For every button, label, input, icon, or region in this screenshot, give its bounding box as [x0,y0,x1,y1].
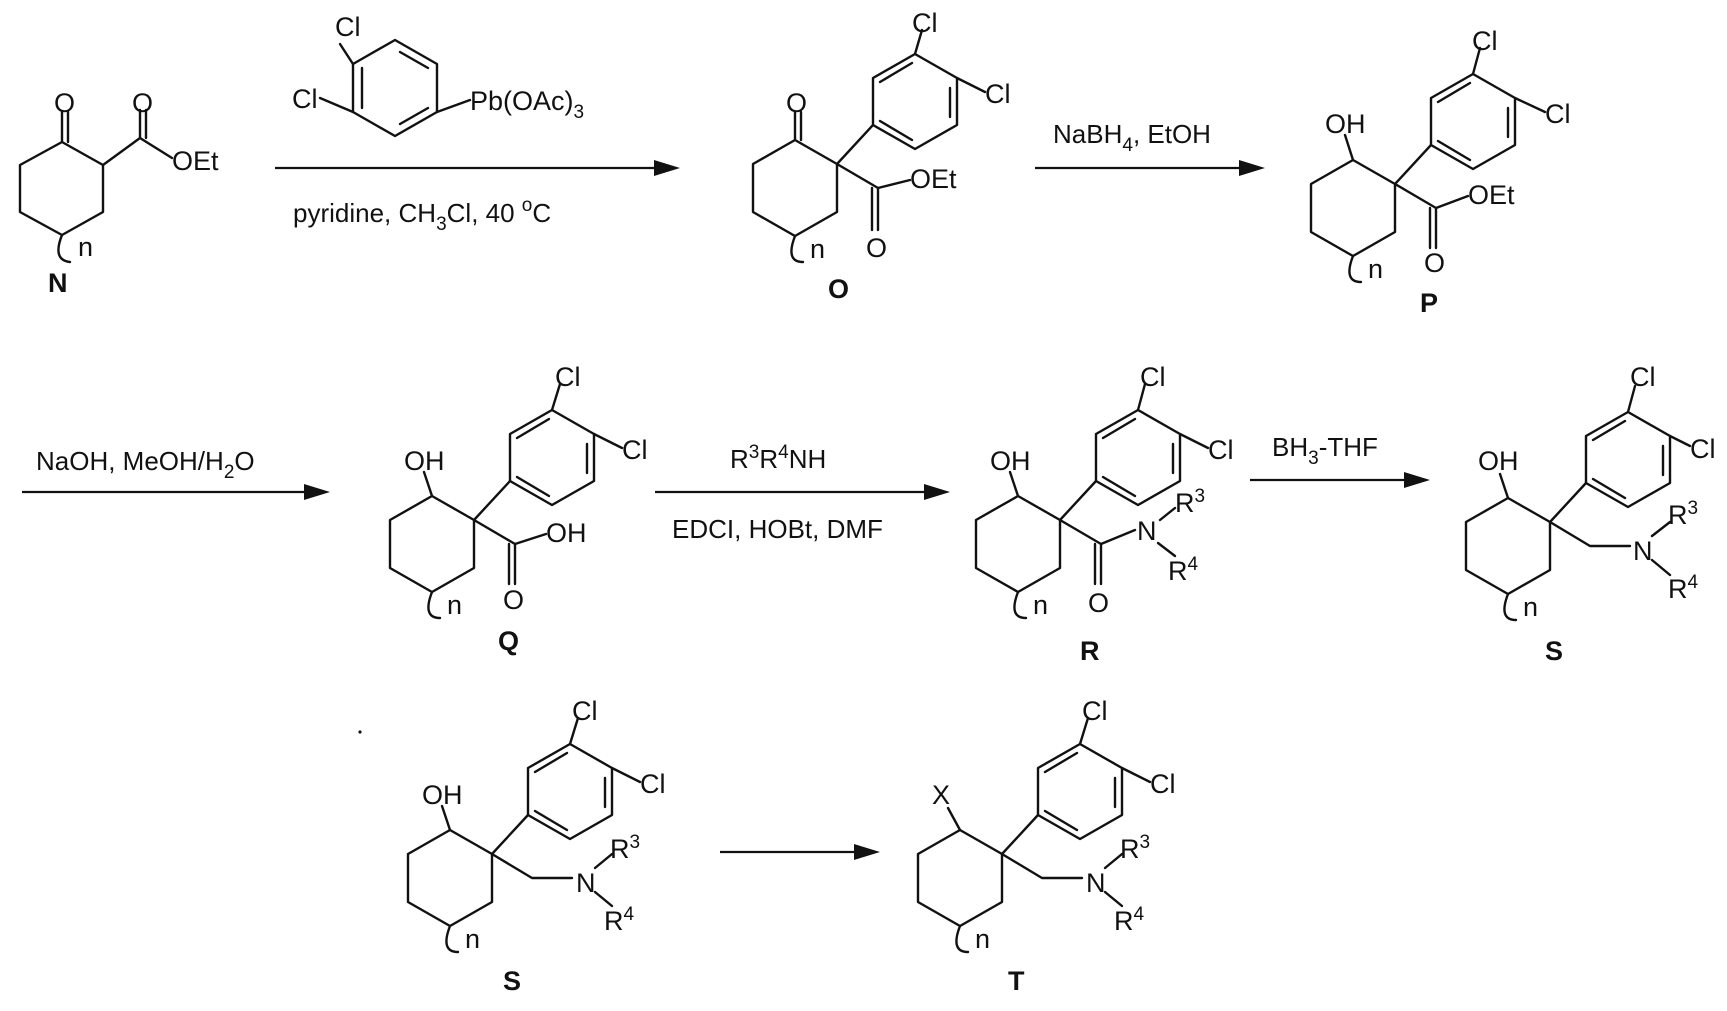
t-r3-label: R3 [1120,832,1150,864]
r-cl-right-label: Cl [1208,435,1234,465]
aryllead-reagent: Cl Cl Pb(OAc)3 [292,12,584,136]
n-ethoxy-label: OEt [172,146,219,176]
step4-conditions: EDCI, HOBt, DMF [672,514,883,544]
p-ester-oxygen-label: O [1424,248,1445,278]
arrow-step-6 [720,844,880,860]
compound-o: O Cl Cl OEt O n O [753,8,1011,304]
arrow-step-2: NaBH4, EtOH [1035,119,1265,176]
reagent-pb-label: Pb(OAc)3 [470,86,584,123]
s3-cl-right-label: Cl [640,769,666,799]
n-oxygen-label: O [54,88,75,118]
p-cl-top-label: Cl [1472,26,1498,56]
t-r4-label: R4 [1114,904,1145,936]
compound-t-label: T [1008,966,1025,996]
r-amide-oxygen-label: O [1088,588,1109,618]
q-acid-hydroxyl-label: OH [546,518,587,548]
s3-r4-label: R4 [604,904,635,936]
reagent-cl-left-label: Cl [292,84,318,114]
compound-n-label: N [48,268,68,298]
compound-n: O O OEt n N [20,88,219,298]
arrow-step-4: R3R4NH EDCI, HOBt, DMF [655,442,950,544]
t-ring-size-label: n [975,924,990,954]
compound-t: X Cl Cl N R3 R4 n T [918,696,1176,996]
t-cl-right-label: Cl [1150,769,1176,799]
step4-reagent: R3R4NH [730,442,826,474]
arrow-step-3: NaOH, MeOH/H2O [22,446,330,500]
r-nitrogen-label: N [1137,516,1157,546]
q-cl-top-label: Cl [555,362,581,392]
s2-cl-right-label: Cl [1690,434,1716,464]
s2-cl-top-label: Cl [1630,362,1656,392]
compound-r-label: R [1080,636,1100,666]
compound-q: OH Cl Cl OH O n Q [390,362,648,656]
s3-r3-label: R3 [610,832,640,864]
p-hydroxyl-label: OH [1325,109,1366,139]
compound-s-row2: OH Cl Cl N R3 R4 n S [1466,362,1716,666]
stray-dot [358,730,361,733]
q-acid-oxygen-label: O [503,585,524,615]
r-r3-label: R3 [1175,486,1205,518]
p-ring-size-label: n [1368,254,1383,284]
q-hydroxyl-label: OH [404,446,445,476]
s3-cl-top-label: Cl [572,696,598,726]
s2-nitrogen-label: N [1633,536,1653,566]
p-cl-right-label: Cl [1545,99,1571,129]
arrow-step-5: BH3-THF [1250,432,1430,488]
s3-nitrogen-label: N [576,868,596,898]
q-ring-size-label: n [447,590,462,620]
step5-conditions: BH3-THF [1272,432,1378,469]
q-cl-right-label: Cl [622,435,648,465]
compound-s-row3-label: S [503,966,521,996]
s2-r4-label: R4 [1668,572,1699,604]
t-x-label: X [932,780,950,810]
compound-s-row2-label: S [1545,636,1563,666]
o-cl-top-label: Cl [912,8,938,38]
r-ring-size-label: n [1033,590,1048,620]
reagent-cl-top-label: Cl [335,12,361,42]
step1-conditions: pyridine, CH3Cl, 40 oC [293,195,551,235]
o-ester-oxygen-label: O [866,233,887,263]
step2-conditions: NaBH4, EtOH [1053,119,1211,156]
t-nitrogen-label: N [1086,868,1106,898]
o-ring-size-label: n [810,234,825,264]
compound-p-label: P [1420,288,1438,318]
compound-r: OH Cl Cl N R3 R4 O n R [976,362,1234,666]
r-r4-label: R4 [1168,554,1199,586]
compound-o-label: O [828,274,849,304]
t-cl-top-label: Cl [1082,696,1108,726]
compound-s-row3: OH Cl Cl N R3 R4 n S [408,696,666,996]
o-ethoxy-label: OEt [910,164,957,194]
n-ester-oxygen-label: O [132,88,153,118]
o-oxygen-label: O [786,88,807,118]
n-ring-size-label: n [78,232,93,262]
s2-ring-size-label: n [1523,592,1538,622]
arrow-step-1: pyridine, CH3Cl, 40 oC [275,160,680,235]
s2-hydroxyl-label: OH [1478,446,1519,476]
o-cl-right-label: Cl [985,79,1011,109]
r-cl-top-label: Cl [1140,362,1166,392]
p-ethoxy-label: OEt [1468,180,1515,210]
s3-hydroxyl-label: OH [422,780,463,810]
step3-conditions: NaOH, MeOH/H2O [36,446,255,483]
compound-q-label: Q [498,626,519,656]
r-hydroxyl-label: OH [990,446,1031,476]
compound-p: OH Cl Cl OEt O n P [1311,26,1571,318]
s3-ring-size-label: n [465,924,480,954]
s2-r3-label: R3 [1668,498,1698,530]
